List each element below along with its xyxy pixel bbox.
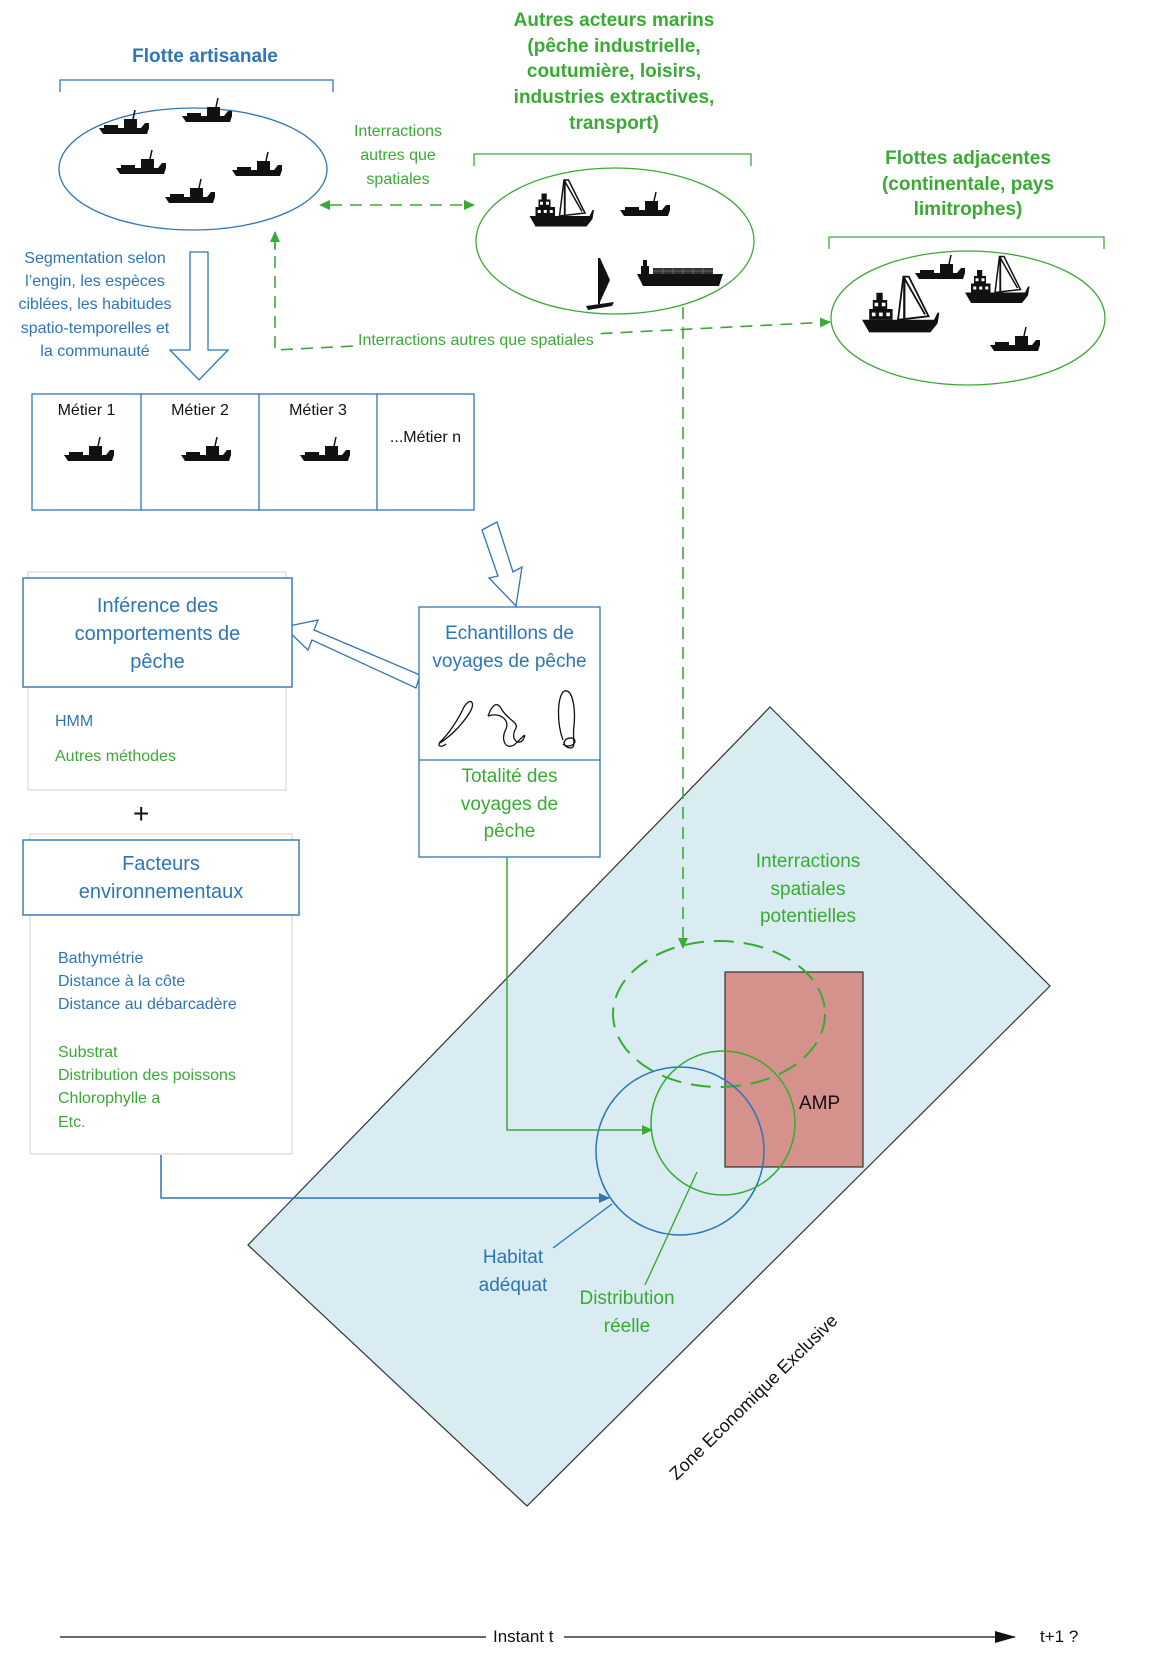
metier-label: Métier 3 xyxy=(289,402,347,419)
interactions-non-spatial-label: Interractions autres que spatiales xyxy=(353,123,443,188)
samples-to-inference-arrow xyxy=(282,619,421,689)
cargo-ship-icon xyxy=(636,259,724,287)
environment-factors-green: Substrat Distribution des poissons Chlor… xyxy=(58,1041,236,1134)
adjacent-bracket xyxy=(828,236,1105,249)
factor-item: Etc. xyxy=(58,1113,86,1131)
samples-to-distribution-arrow xyxy=(506,857,653,1135)
other-actors-title: Autres acteurs marins (pêche industriell… xyxy=(513,10,715,134)
windsurf-icon xyxy=(585,257,615,311)
adjacent-fleets-ellipse xyxy=(830,250,1106,386)
interaction-arrow-long xyxy=(274,236,831,351)
fishing-track-icon xyxy=(438,690,576,749)
method-other: Autres méthodes xyxy=(55,748,176,765)
spatial-interactions-ellipse xyxy=(612,940,826,1088)
habitat-pointer xyxy=(552,1203,613,1249)
artisanal-fleet-ellipse xyxy=(58,107,328,231)
trawler-icon xyxy=(964,255,1031,304)
artisanal-bracket xyxy=(59,79,334,92)
metier-label: Métier 2 xyxy=(171,402,229,419)
factor-item: Chlorophylle a xyxy=(58,1090,161,1108)
timeline-instant-label: Instant t xyxy=(493,1627,554,1646)
metier-to-samples-arrow xyxy=(481,521,523,608)
small-boat-icon xyxy=(115,149,167,175)
metier-table xyxy=(31,393,475,511)
trawler-icon xyxy=(860,275,941,334)
metier-label: ...Métier n xyxy=(389,429,462,446)
method-hmm: HMM xyxy=(55,713,94,730)
samples-totality: Totalité des voyages de pêche xyxy=(460,766,559,843)
factor-item: Distribution des poissons xyxy=(58,1067,236,1085)
environment-title: Facteurs environnementaux xyxy=(78,853,244,903)
plus-sign: + xyxy=(133,798,150,829)
inference-title-box xyxy=(22,577,293,688)
timeline-label-bg xyxy=(486,1625,564,1649)
small-boat-icon xyxy=(989,326,1041,352)
distribution-circle xyxy=(650,1050,796,1196)
spatial-interactions-label: Interractions spatiales potentielles xyxy=(755,851,861,928)
zee-zone xyxy=(247,706,1051,1507)
factor-item: Distance au débarcadère xyxy=(58,996,237,1014)
segmentation-arrow xyxy=(168,251,230,381)
environment-title-box xyxy=(22,839,300,916)
factor-item: Substrat xyxy=(58,1044,118,1061)
factor-item: Distance à la côte xyxy=(58,973,186,991)
distribution-label: Distribution réelle xyxy=(579,1288,675,1337)
samples-title: Echantillons de voyages de pêche xyxy=(432,623,587,672)
small-boat-icon xyxy=(914,254,966,280)
small-boat-icon xyxy=(164,178,216,204)
environment-to-habitat-arrow xyxy=(160,1155,610,1203)
small-boat-icon xyxy=(231,151,283,177)
adjacent-fleets-title: Flottes adjacentes (continentale, pays l… xyxy=(881,148,1055,221)
amp-label: AMP xyxy=(799,1093,841,1114)
trawler-icon xyxy=(528,179,595,228)
habitat-circle xyxy=(595,1066,765,1236)
small-boat-icon xyxy=(619,191,671,217)
other-actors-bracket xyxy=(473,153,752,166)
other-actors-ellipse xyxy=(475,167,755,315)
environment-factors-blue: Bathymétrie Distance à la côte Distance … xyxy=(58,947,237,1017)
habitat-label: Habitat adéquat xyxy=(478,1247,548,1296)
timeline-next-label: t+1 ? xyxy=(1040,1627,1079,1646)
interactions-non-spatial-long-label: Interractions autres que spatiales xyxy=(356,330,596,352)
distribution-pointer xyxy=(644,1171,698,1286)
metier-label: Métier 1 xyxy=(57,402,116,419)
inference-title: Inférence des comportements de pêche xyxy=(74,595,241,673)
segmentation-label: Segmentation selon l’engin, les espèces … xyxy=(18,250,172,360)
factor-item: Bathymétrie xyxy=(58,950,144,967)
artisanal-fleet-title: Flotte artisanale xyxy=(132,46,278,67)
